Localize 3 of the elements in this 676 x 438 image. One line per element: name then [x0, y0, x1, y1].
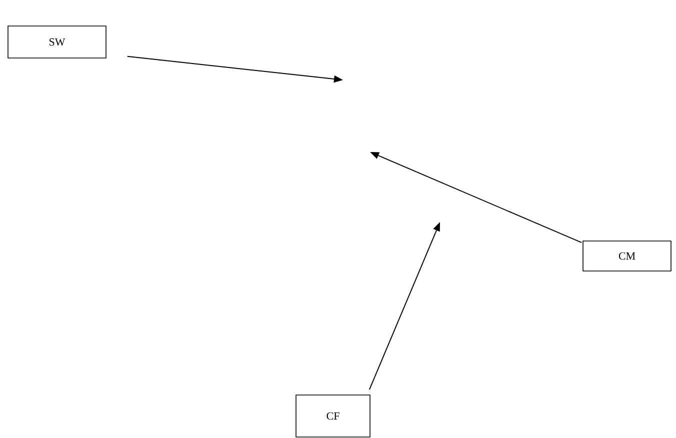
label-box: CM — [582, 240, 672, 272]
label-box: CF — [296, 394, 370, 438]
label-box: SW — [8, 26, 106, 58]
